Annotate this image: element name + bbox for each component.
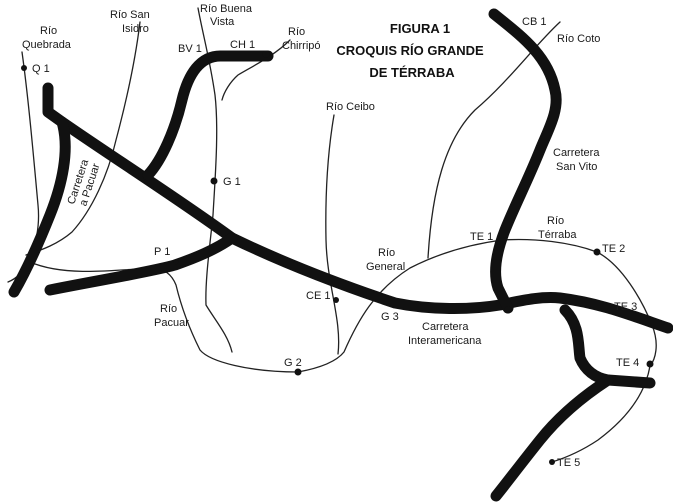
- carretera-te5-road: [490, 374, 614, 502]
- station-te3-marker[interactable]: [504, 306, 512, 314]
- rio-ceibo-line: [325, 114, 340, 355]
- place-labels: Río Quebrada Río San Isidro Río Buena Vi…: [22, 3, 600, 347]
- carretera-p1-road: [44, 232, 238, 296]
- station-g3-label: G 3: [381, 311, 399, 323]
- station-g1-label: G 1: [223, 176, 241, 188]
- station-ch1-marker[interactable]: [262, 50, 270, 58]
- station-te2-label: TE 2: [602, 243, 625, 255]
- label-carretera-interamericana-1: Carretera: [422, 321, 469, 333]
- stations: [21, 50, 654, 465]
- label-carretera-san-vito-1: Carretera: [553, 147, 600, 159]
- station-q1-marker[interactable]: [21, 65, 27, 71]
- rio-san-isidro-line: [25, 21, 141, 256]
- label-rio-chirripo-1: Río: [288, 26, 305, 38]
- label-rio-buena-vista-1: Río Buena: [200, 3, 253, 15]
- station-te2-marker[interactable]: [593, 248, 601, 256]
- station-ce1-label: CE 1: [306, 290, 330, 302]
- label-rio-terraba-2: Térraba: [538, 229, 577, 241]
- rio-buena-vista-line: [197, 7, 233, 353]
- rio-terraba-line: [501, 238, 657, 367]
- station-te4-label: TE 4: [616, 357, 639, 369]
- station-labels: Q 1 BV 1 CH 1 G 1 P 1 CE 1 G 3 G 2 TE 1 …: [32, 16, 639, 469]
- station-te1-label: TE 1: [470, 231, 493, 243]
- station-te4-marker[interactable]: [646, 360, 654, 368]
- label-rio-coto: Río Coto: [557, 33, 600, 45]
- station-te3-label: TE 3: [614, 301, 637, 313]
- station-cb1-label: CB 1: [522, 16, 546, 28]
- label-rio-quebrada-2: Quebrada: [22, 39, 72, 51]
- carretera-buena-vista-road: [142, 50, 274, 181]
- station-te5-marker[interactable]: [549, 459, 555, 465]
- label-rio-buena-vista-2: Vista: [210, 16, 235, 28]
- carretera-san-vito-road: [488, 8, 562, 314]
- label-rio-chirripo-2: Chirripó: [282, 40, 321, 52]
- station-ch1-label: CH 1: [230, 39, 255, 51]
- station-q1-label: Q 1: [32, 63, 50, 75]
- roads: [8, 8, 673, 502]
- label-rio-general-1: Río: [378, 247, 395, 259]
- label-rio-general-2: General: [366, 261, 405, 273]
- station-g2-label: G 2: [284, 357, 302, 369]
- rio-terraba-lower-line: [551, 365, 651, 463]
- station-te5-label: TE 5: [557, 457, 580, 469]
- station-p1-marker[interactable]: [173, 259, 179, 265]
- carretera-pacuar-road: [8, 116, 71, 298]
- title-line-1: FIGURA 1: [390, 21, 450, 36]
- station-g2-marker[interactable]: [294, 368, 302, 376]
- label-rio-san-isidro-1: Río San: [110, 9, 150, 21]
- label-rio-san-isidro-2: Isidro: [122, 23, 149, 35]
- label-rio-ceibo: Río Ceibo: [326, 101, 375, 113]
- title-line-2: CROQUIS RÍO GRANDE: [336, 43, 484, 58]
- label-carretera-interamericana-2: Interamericana: [408, 335, 482, 347]
- label-rio-quebrada-1: Río: [40, 25, 57, 37]
- figure-title: FIGURA 1 CROQUIS RÍO GRANDE DE TÉRRABA: [336, 21, 484, 80]
- station-g1-marker[interactable]: [210, 177, 218, 185]
- label-rio-pacuar-1: Río: [160, 303, 177, 315]
- station-bv1-label: BV 1: [178, 43, 202, 55]
- rio-chirripo-line: [221, 39, 291, 101]
- label-rio-terraba-1: Río: [547, 215, 564, 227]
- label-carretera-san-vito-2: San Vito: [556, 161, 597, 173]
- label-carretera-pacuar-group: Carretera a Pacuar: [65, 157, 102, 208]
- label-rio-pacuar-2: Pacuar: [154, 317, 189, 329]
- carretera-interamericana-road: [42, 82, 673, 334]
- station-ce1-marker[interactable]: [333, 297, 339, 303]
- title-line-3: DE TÉRRABA: [369, 65, 455, 80]
- rio-pacuar-line: [29, 261, 299, 373]
- station-p1-label: P 1: [154, 246, 170, 258]
